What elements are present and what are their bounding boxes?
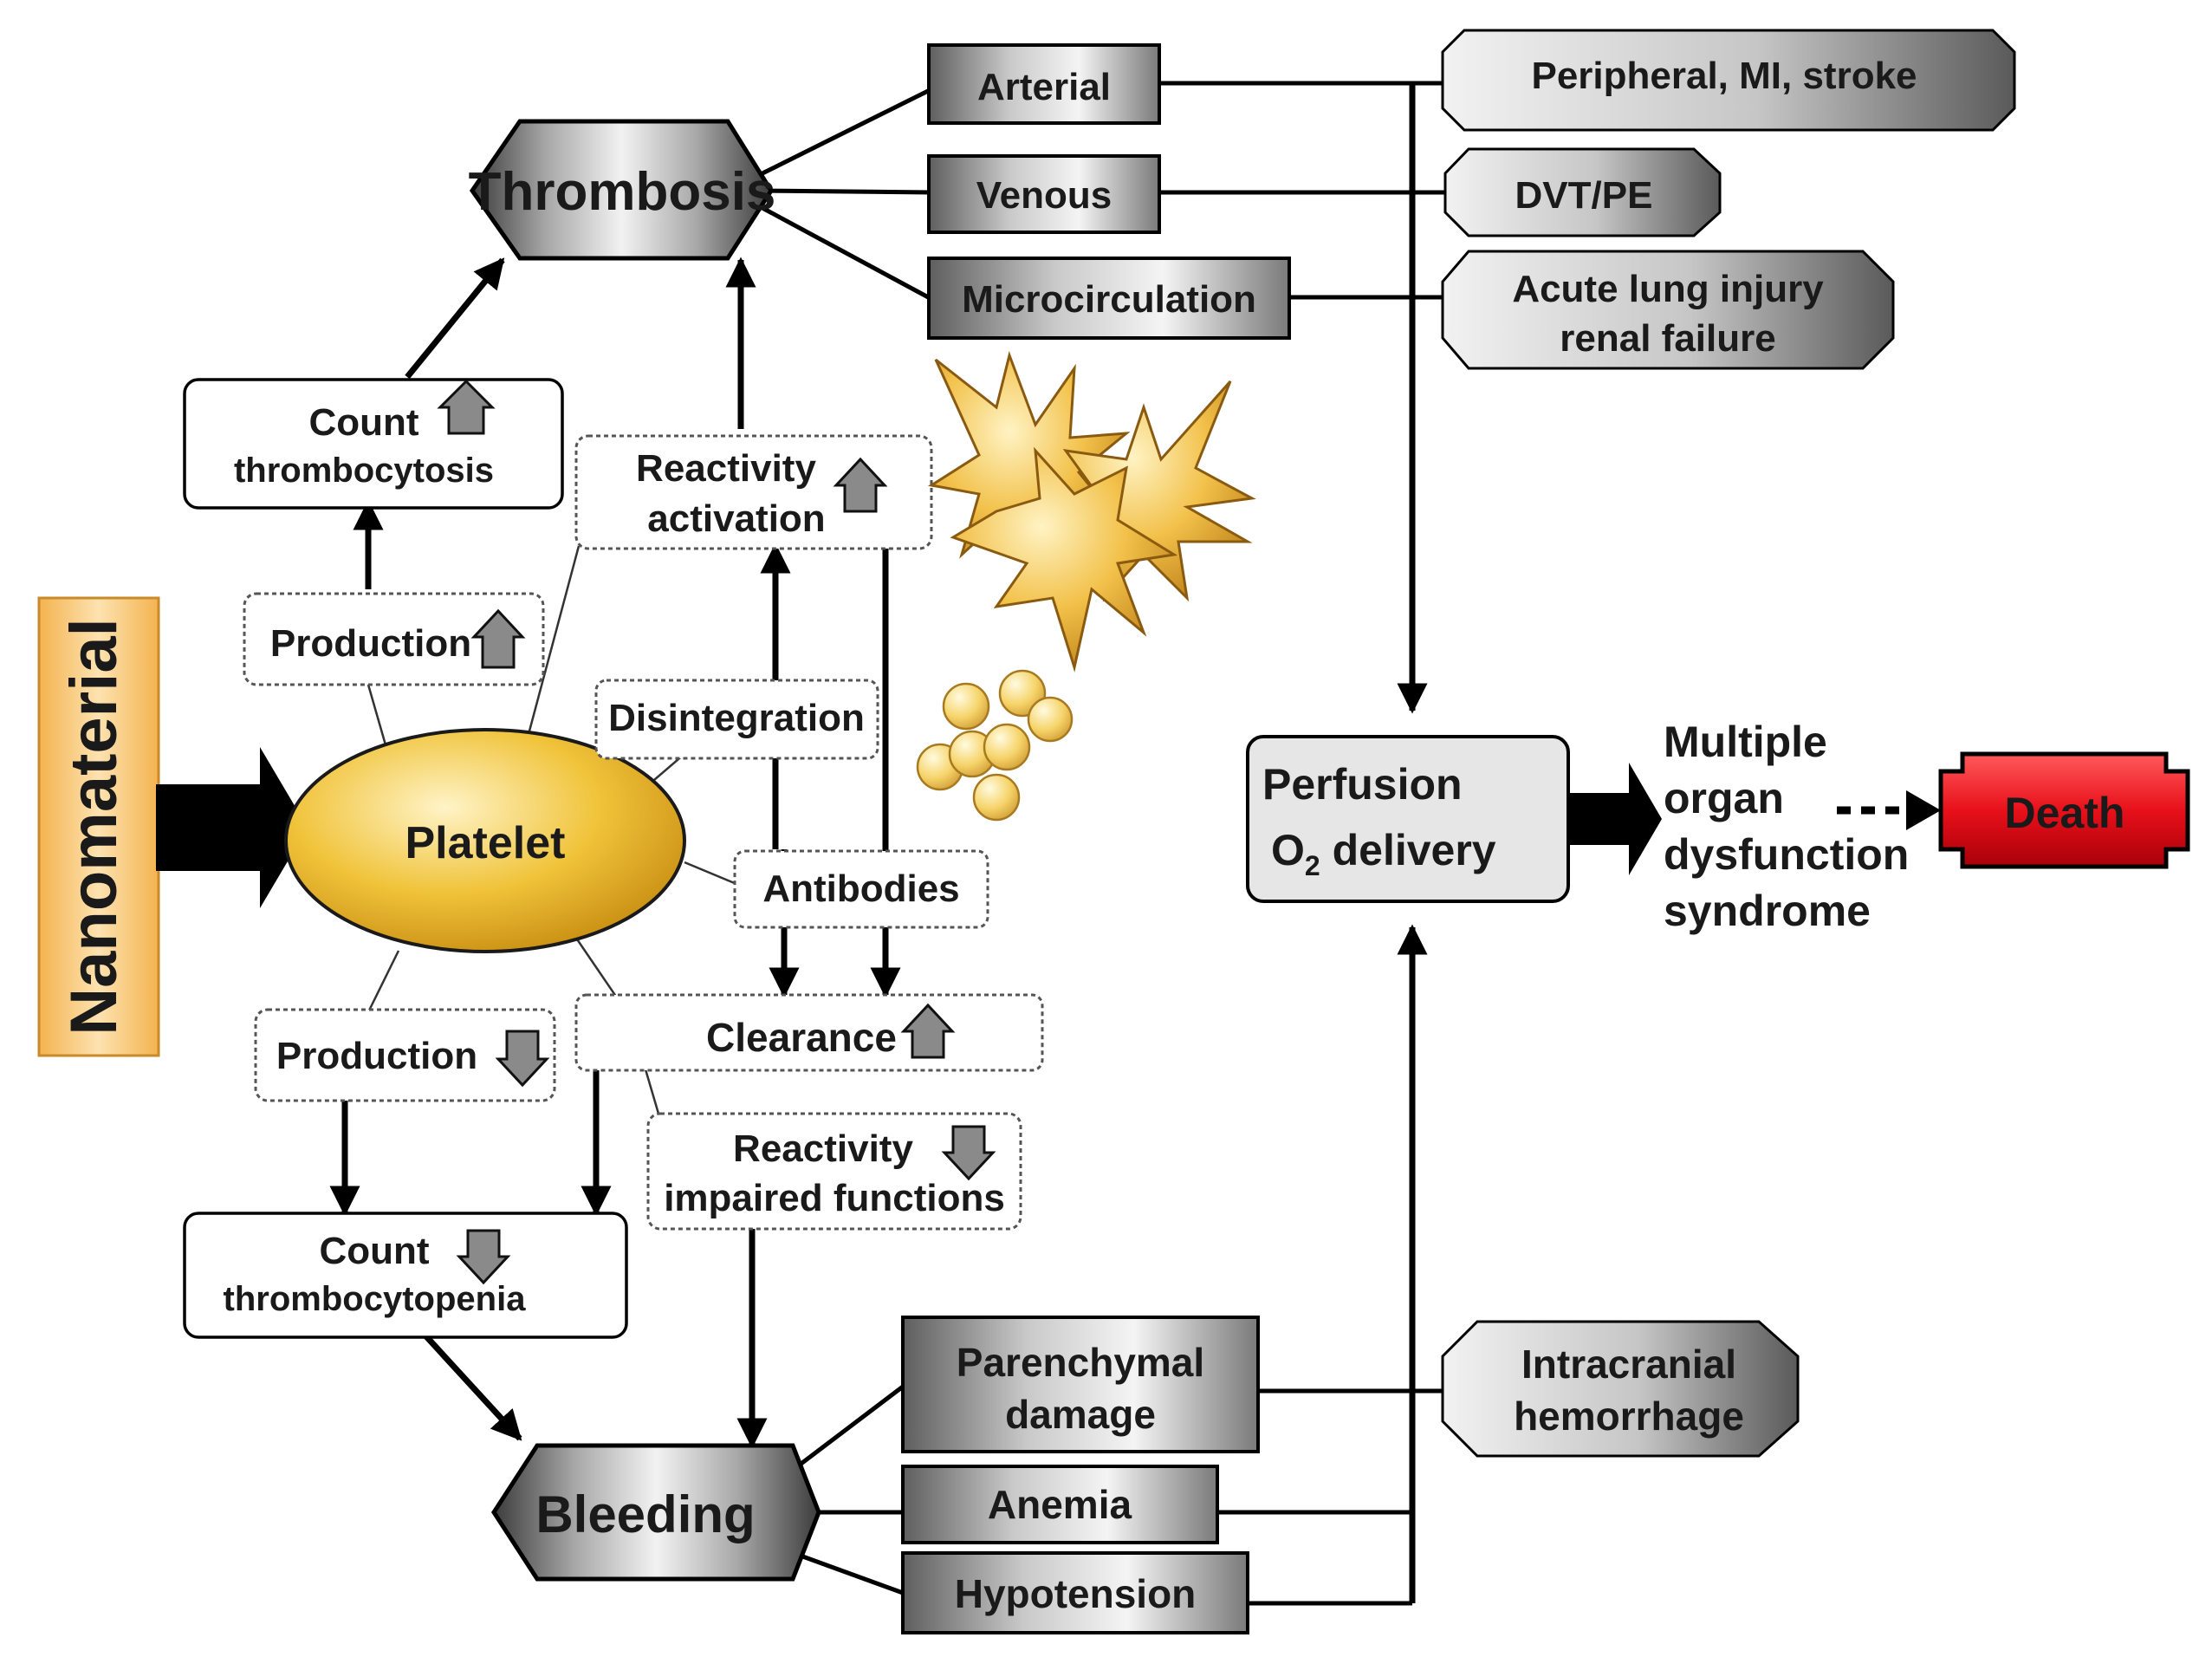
clearance-up-label: Clearance xyxy=(706,1015,897,1060)
outcome-intracranial: Intracranial hemorrhage xyxy=(1441,1320,1800,1458)
production-up-label: Production xyxy=(270,622,471,665)
outcome-lung-renal: Acute lung injury renal failure xyxy=(1441,250,1895,370)
activated-platelet-3 xyxy=(950,446,1178,673)
mods-text: Multiple organ dysfunction syndrome xyxy=(1664,718,1909,935)
bleeding-hexagon: Bleeding xyxy=(491,1443,821,1582)
count-down-arrow-icon xyxy=(456,1229,511,1285)
count-thrombocytosis-box: Count thrombocytosis xyxy=(183,378,564,510)
thrombocytopenia-label: thrombocytopenia xyxy=(224,1280,527,1318)
parenchymal-box: Parenchymal damage xyxy=(901,1316,1260,1453)
reactivity-down-arrow-icon xyxy=(941,1125,996,1181)
anemia-label: Anemia xyxy=(988,1482,1132,1527)
antibodies-label: Antibodies xyxy=(762,867,959,910)
reactivity-down-label: Reactivity xyxy=(733,1127,913,1170)
death-label: Death xyxy=(2005,789,2125,837)
anemia-box: Anemia xyxy=(901,1465,1219,1544)
death-box: Death xyxy=(1938,751,2190,869)
hypotension-box: Hypotension xyxy=(901,1551,1249,1634)
hypotension-label: Hypotension xyxy=(955,1571,1197,1616)
intracranial-label: Intracranial xyxy=(1521,1342,1736,1387)
mods-line-1: Multiple xyxy=(1664,718,1827,766)
parenchymal-label: Parenchymal xyxy=(957,1340,1204,1385)
reactivity-impaired-box: Reactivity impaired functions xyxy=(646,1112,1022,1231)
mods-line-3: dysfunction xyxy=(1664,830,1909,879)
microcirculation-label: Microcirculation xyxy=(962,278,1256,321)
count-down-label: Count xyxy=(319,1230,429,1272)
venous-box: Venous xyxy=(927,154,1161,234)
mods-line-2: organ xyxy=(1664,774,1784,822)
reactivity-activation-box: Reactivity activation xyxy=(574,434,933,550)
activation-label: activation xyxy=(647,497,825,540)
disintegration-label: Disintegration xyxy=(608,697,865,739)
antibodies-box: Antibodies xyxy=(733,849,989,929)
o2-delivery-label: O2 delivery xyxy=(1271,826,1496,881)
indicator-arrows xyxy=(437,379,1565,1285)
venous-label: Venous xyxy=(976,174,1112,217)
clearance-up-arrow-icon xyxy=(900,1003,956,1059)
dotted-arrow-head xyxy=(1906,790,1941,830)
outcome-dvt-pe: DVT/PE xyxy=(1443,147,1722,237)
outcome-renal-label: renal failure xyxy=(1560,317,1775,360)
platelet-label: Platelet xyxy=(405,818,566,868)
outcome-peripheral-label: Peripheral, MI, stroke xyxy=(1531,55,1917,97)
perfusion-box: Perfusion O2 delivery xyxy=(1246,735,1570,903)
bleeding-label: Bleeding xyxy=(535,1485,755,1543)
big-arrow-perfusion-to-mods xyxy=(1570,763,1662,875)
production-down-box: Production xyxy=(254,1008,556,1102)
big-arrow-nano-to-platelet xyxy=(156,747,308,908)
arterial-label: Arterial xyxy=(977,66,1111,108)
reactivity-up-arrow-icon xyxy=(833,457,888,513)
production-down-label: Production xyxy=(276,1035,477,1077)
mods-line-4: syndrome xyxy=(1664,887,1871,935)
resting-platelets-illustration xyxy=(916,669,1074,822)
count-up-label: Count xyxy=(308,401,418,444)
microcirculation-box: Microcirculation xyxy=(927,257,1291,340)
activated-platelets-illustration xyxy=(927,350,1256,673)
nanomaterial-box: Nanomaterial xyxy=(37,596,160,1057)
impaired-functions-label: impaired functions xyxy=(664,1177,1005,1219)
reactivity-up-label: Reactivity xyxy=(636,447,816,490)
outcome-dvt-label: DVT/PE xyxy=(1515,174,1653,217)
thrombocytosis-label: thrombocytosis xyxy=(234,452,494,490)
count-up-arrow-icon xyxy=(437,379,496,435)
arterial-box: Arterial xyxy=(927,43,1161,125)
production-down-arrow-icon xyxy=(495,1030,550,1088)
damage-label: damage xyxy=(1005,1392,1156,1437)
clearance-up-box: Clearance xyxy=(574,993,1044,1072)
count-thrombocytopenia-box: Count thrombocytopenia xyxy=(183,1212,628,1339)
production-up-arrow-icon xyxy=(470,608,526,669)
nanomaterial-label: Nanomaterial xyxy=(57,618,131,1036)
hemorrhage-label: hemorrhage xyxy=(1514,1394,1744,1439)
production-up-box: Production xyxy=(243,592,545,686)
outcome-lung-label: Acute lung injury xyxy=(1512,268,1824,310)
outcome-peripheral-mi-stroke: Peripheral, MI, stroke xyxy=(1441,29,2016,132)
disintegration-box: Disintegration xyxy=(594,679,879,760)
thrombosis-label: Thrombosis xyxy=(469,162,776,222)
perfusion-label: Perfusion xyxy=(1262,760,1463,809)
thrombosis-hexagon: Thrombosis xyxy=(469,119,776,261)
platelet-ellipse: Platelet xyxy=(284,728,686,953)
